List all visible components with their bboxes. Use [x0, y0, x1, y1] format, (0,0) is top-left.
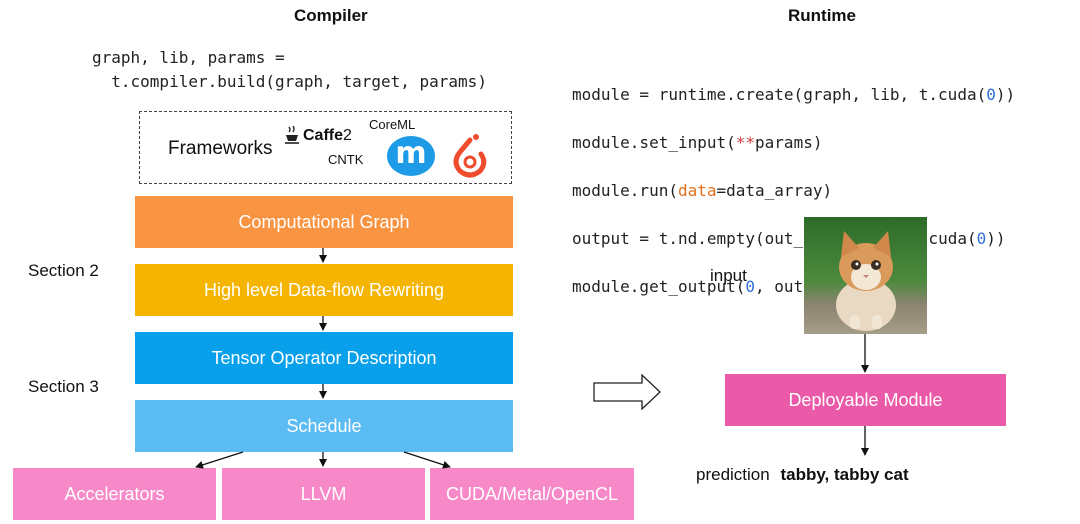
runtime-heading: Runtime — [788, 6, 856, 25]
arrow-schedule-to-accelerators — [195, 451, 244, 469]
frameworks-label: Frameworks — [168, 138, 273, 159]
code-operator: ** — [735, 133, 756, 152]
coffee-cup-icon — [285, 125, 299, 144]
caffe2-suffix: 2 — [343, 127, 352, 144]
runtime-code-line-1: module = runtime.create(graph, lib, t.cu… — [572, 83, 1015, 107]
code-text: params) — [755, 133, 823, 152]
code-text: )) — [986, 229, 1006, 248]
section-3-label: Section 3 — [28, 377, 99, 396]
runtime-code-line-2: module.set_input(**params) — [572, 131, 1015, 155]
pytorch-flame-icon — [453, 134, 487, 178]
code-number: 0 — [986, 85, 996, 104]
code-keyword-arg: data — [677, 181, 717, 200]
code-text: module.get_output( — [572, 277, 746, 296]
kitten-image — [804, 217, 927, 334]
runtime-code-line-3: module.run(data=data_array) — [572, 179, 1015, 203]
code-text: )) — [995, 85, 1016, 104]
compiler-heading: Compiler — [294, 6, 368, 25]
prediction-value: tabby, tabby cat — [780, 465, 909, 484]
section-2-label: Section 2 — [28, 261, 99, 280]
stage-schedule: Schedule — [135, 400, 513, 452]
compiler-code: graph, lib, params = t.compiler.build(gr… — [92, 46, 487, 94]
code-number: 0 — [976, 229, 987, 248]
coreml-label: CoreML — [369, 117, 416, 132]
code-number: 0 — [745, 277, 756, 296]
caffe2-label: Caffe — [303, 127, 344, 144]
stage-computational-graph: Computational Graph — [135, 196, 513, 248]
code-text: module = runtime.create(graph, lib, t.cu… — [572, 85, 987, 104]
code-text: module.run( — [572, 181, 678, 200]
cntk-label: CNTK — [328, 152, 364, 167]
target-llvm: LLVM — [222, 468, 425, 520]
prediction-row: prediction tabby, tabby cat — [696, 465, 909, 485]
mxnet-logo-icon: m — [387, 136, 435, 176]
arrow-schedule-to-cuda — [403, 451, 451, 469]
deployable-module: Deployable Module — [725, 374, 1006, 426]
code-text: module.set_input( — [572, 133, 736, 152]
compiler-code-line-1: graph, lib, params = — [92, 48, 285, 67]
target-accelerators: Accelerators — [13, 468, 216, 520]
prediction-label: prediction — [696, 465, 770, 484]
mxnet-glyph: m — [395, 136, 427, 171]
compiler-code-line-2: t.compiler.build(graph, target, params) — [92, 72, 487, 91]
input-label: input — [710, 266, 747, 285]
target-cuda-metal-opencl: CUDA/Metal/OpenCL — [430, 468, 634, 520]
hollow-arrow-icon — [593, 373, 661, 411]
stage-dataflow-rewriting: High level Data-flow Rewriting — [135, 264, 513, 316]
code-text: =data_array) — [716, 181, 833, 200]
stage-tensor-operator: Tensor Operator Description — [135, 332, 513, 384]
